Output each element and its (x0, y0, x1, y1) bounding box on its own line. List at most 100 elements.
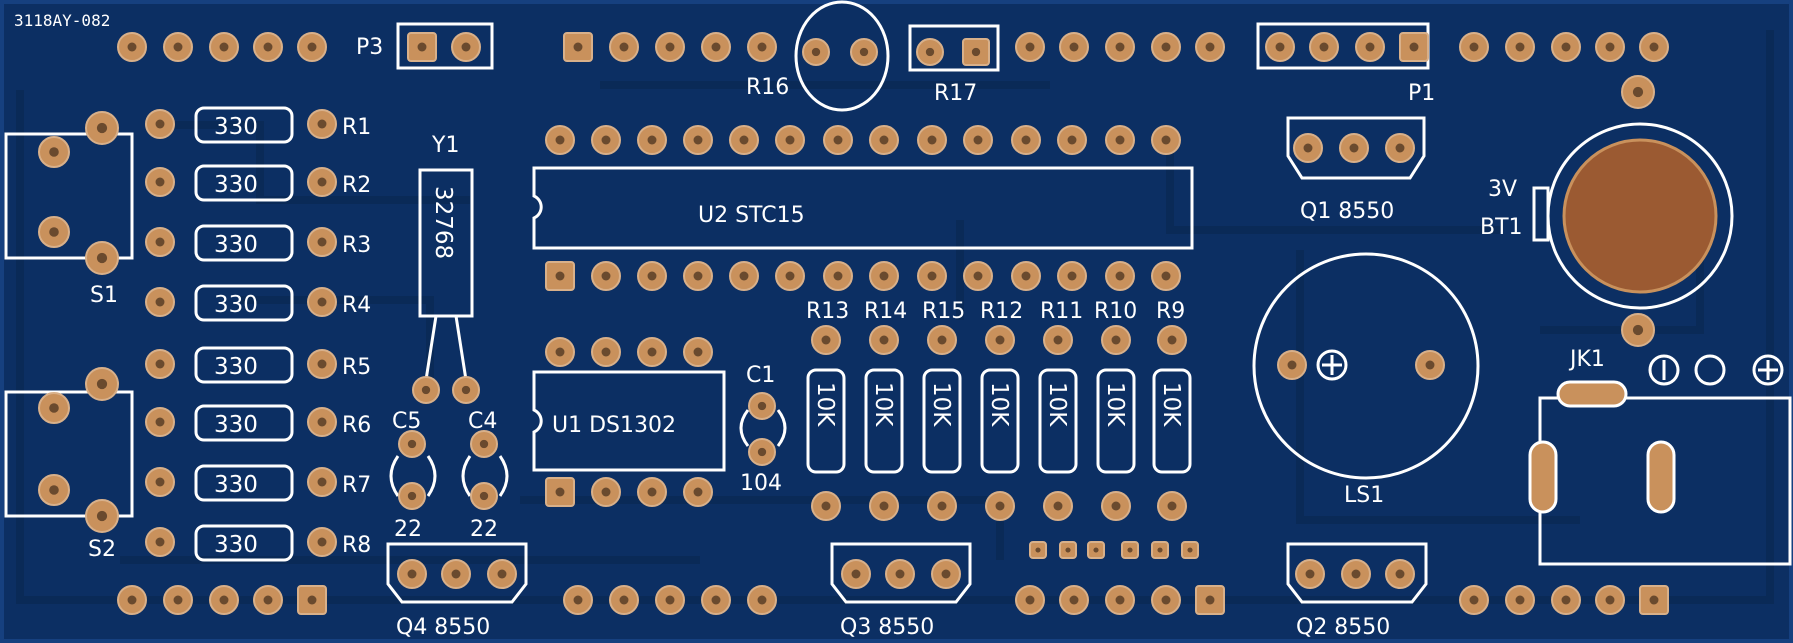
pad-hole (833, 135, 843, 145)
r15-label: R15 (922, 299, 965, 324)
r11-body (1038, 368, 1078, 474)
jk1-slot-pad (1556, 380, 1628, 408)
pad-hole (1649, 595, 1659, 605)
r5-value: 330 (214, 354, 258, 380)
p3-label: P3 (356, 35, 383, 60)
jk1-minus-circle (1648, 354, 1680, 386)
pad-hole (317, 297, 327, 307)
pad-hole (1515, 42, 1525, 52)
c4-value: 22 (470, 517, 498, 542)
pad-hole (1303, 143, 1313, 153)
pad-hole (647, 487, 657, 497)
pad-hole (49, 403, 59, 413)
s1-label: S1 (90, 283, 118, 308)
y1-leads (424, 315, 468, 381)
pad-hole (601, 271, 611, 281)
pad-hole (1395, 569, 1405, 579)
r10-value: 10K (1102, 382, 1128, 427)
pad-hole (317, 237, 327, 247)
s2-outline (4, 390, 134, 518)
pad-hole (155, 237, 165, 247)
r16-label: R16 (746, 75, 789, 100)
pad-hole (155, 417, 165, 427)
pad-hole (497, 569, 507, 579)
pad-hole (1111, 501, 1121, 511)
pad-hole (833, 271, 843, 281)
ls1-outline (1252, 252, 1480, 480)
pad-hole (317, 177, 327, 187)
pad-hole (407, 569, 417, 579)
r15-value: 10K (928, 382, 954, 427)
r12-value: 10K (986, 382, 1012, 427)
r6-value: 330 (214, 412, 258, 438)
pad-hole (1115, 135, 1125, 145)
pad-hole (757, 447, 767, 457)
pad-hole (1205, 595, 1215, 605)
pad-hole (619, 595, 629, 605)
r15-body (922, 368, 962, 474)
pad-hole (307, 42, 317, 52)
pad-hole (421, 385, 431, 395)
q2-outline (1286, 542, 1428, 604)
pad-hole (1021, 135, 1031, 145)
pad-hole (1115, 42, 1125, 52)
r3-body (194, 224, 294, 262)
pad-hole (555, 347, 565, 357)
pad-hole (155, 359, 165, 369)
r7-value: 330 (214, 472, 258, 498)
c1-label: C1 (746, 363, 775, 388)
pad-hole (1561, 42, 1571, 52)
ls1-label: LS1 (1344, 483, 1384, 508)
pad-hole (127, 42, 137, 52)
left-resistors: 330 R1 330 R2 330 R3 330 R4 330 R5 330 R… (194, 106, 371, 562)
jk1-slot-pad (1528, 440, 1558, 514)
q1-outline (1286, 116, 1426, 180)
r13-body (806, 368, 846, 474)
pad-hole (1111, 335, 1121, 345)
jk1-plus-sign (1758, 360, 1778, 380)
pad-hole (879, 271, 889, 281)
pad-hole (1161, 595, 1171, 605)
pad-hole (263, 42, 273, 52)
pad-hole (785, 271, 795, 281)
u1-outline (532, 370, 726, 472)
pad-hole (1115, 595, 1125, 605)
bt1-label: BT1 (1480, 215, 1523, 240)
pad-hole (821, 501, 831, 511)
pad-hole (757, 42, 767, 52)
pad-hole (601, 347, 611, 357)
r13-value: 10K (812, 382, 838, 427)
pad-hole (1161, 42, 1171, 52)
q1-label: Q1 8550 (1300, 199, 1394, 224)
pad-hole (155, 297, 165, 307)
pad-hole (1632, 324, 1644, 336)
q4-outline (386, 542, 528, 604)
r14-label: R14 (864, 299, 907, 324)
r7-label: R7 (342, 473, 371, 498)
pad-hole (96, 378, 108, 390)
board-id-code: 3118AY-082 (14, 11, 110, 30)
pad-hole (555, 271, 565, 281)
r2-value: 330 (214, 172, 258, 198)
q3-label: Q3 8550 (840, 615, 934, 640)
pad-hole (879, 335, 889, 345)
pad-hole (693, 135, 703, 145)
right-resistor-labels: R13 R14 R15 R12 R11 R10 R9 (806, 299, 1185, 324)
pad-hole (647, 135, 657, 145)
pad-hole (1305, 569, 1315, 579)
pad-hole (1025, 42, 1035, 52)
pad-hole (155, 537, 165, 547)
jk1-label: JK1 (1568, 347, 1605, 372)
pad-hole (1021, 271, 1031, 281)
pad-hole (461, 385, 471, 395)
pad-hole (1205, 42, 1215, 52)
pad-hole (879, 501, 889, 511)
pad-hole (973, 135, 983, 145)
r17-outline (908, 24, 1000, 72)
pad-hole (1067, 271, 1077, 281)
pad-hole (263, 595, 273, 605)
pad-hole (601, 135, 611, 145)
r13-label: R13 (806, 299, 849, 324)
pad-hole (1561, 595, 1571, 605)
